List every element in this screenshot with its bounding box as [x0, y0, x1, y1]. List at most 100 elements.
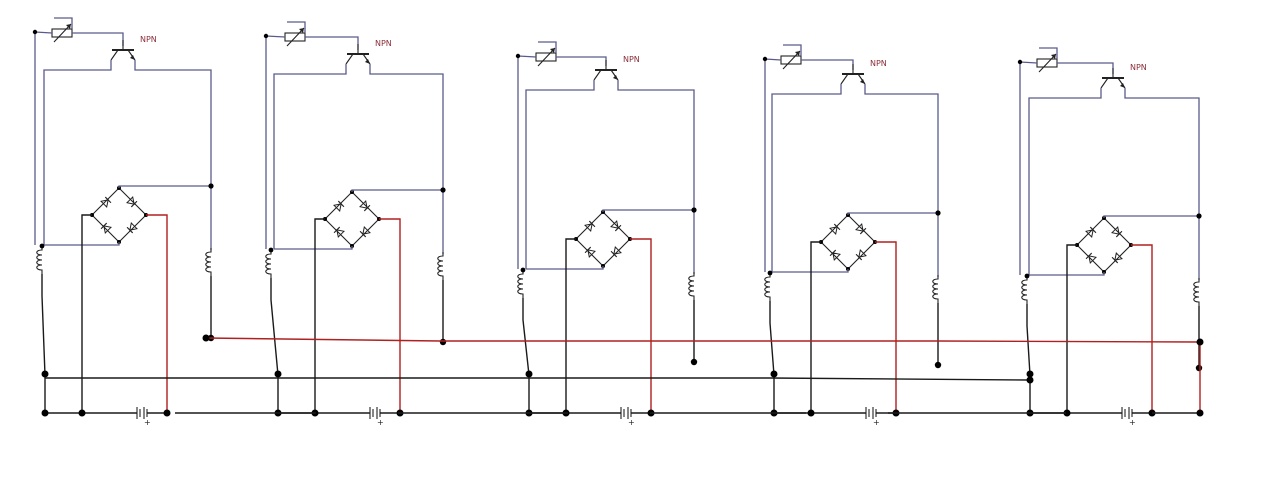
- bridge-rectifier-icon: [91, 187, 147, 243]
- battery-icon: [620, 407, 632, 419]
- bridge-rectifier-icon: [575, 211, 631, 267]
- left-coil-down-wire: [41, 274, 46, 412]
- emitter-wire: [771, 84, 842, 272]
- ground-bus-dot: [770, 370, 778, 378]
- potentiometer-icon: [780, 50, 802, 70]
- coil-icon: [764, 273, 771, 301]
- pot-to-base-wire: [72, 32, 124, 46]
- transistor-label: NPN: [623, 55, 640, 64]
- positive-bus-dot: [1196, 338, 1204, 346]
- bridge-bottom-wire: [274, 246, 353, 250]
- stage-5: NPN +: [1017, 47, 1203, 427]
- coil-icon: [437, 252, 444, 280]
- stage-3: NPN +: [515, 41, 698, 427]
- bridge-ground-wire: [81, 214, 92, 413]
- collector-node-dot: [440, 187, 446, 193]
- buses: [45, 334, 1204, 417]
- bottom-bus-dot: [1196, 409, 1204, 417]
- npn-transistor-icon: [593, 60, 619, 81]
- potentiometer-icon: [284, 27, 306, 47]
- pot-top-wire: [287, 21, 306, 33]
- bridge-bottom-wire: [526, 266, 604, 270]
- bridge-rectifier-icon: [1076, 217, 1132, 273]
- diode-icon: [100, 222, 112, 234]
- bridge-positive-wire: [875, 241, 897, 412]
- npn-transistor-icon: [345, 44, 371, 65]
- diode-icon: [855, 249, 867, 261]
- coil-top-dot: [1024, 273, 1030, 279]
- bridge-ground-wire: [314, 218, 325, 413]
- transistor-label: NPN: [375, 39, 392, 48]
- pot-input-wire: [764, 58, 782, 61]
- diode-icon: [359, 200, 371, 212]
- coil-icon: [36, 246, 43, 274]
- pot-to-base-wire: [1057, 62, 1114, 74]
- positive-bus-dot: [202, 334, 210, 342]
- left-coil-down-wire: [1026, 304, 1031, 412]
- pot-top-wire: [54, 17, 73, 29]
- emitter-wire: [525, 80, 595, 269]
- coil-icon: [688, 272, 695, 300]
- pot-input-wire: [517, 55, 537, 58]
- bridge-positive-wire: [379, 218, 401, 412]
- pot-node-dot: [515, 53, 521, 59]
- potentiometer-icon: [1036, 53, 1058, 73]
- battery-plus-label: +: [1129, 418, 1136, 427]
- collector-wire: [134, 60, 212, 250]
- coil-top-dot: [39, 243, 45, 249]
- battery-plus-label: +: [144, 418, 151, 427]
- ground-bus: [45, 377, 1031, 381]
- diode-icon: [126, 222, 138, 234]
- bridge-top-wire: [1103, 215, 1199, 218]
- bottom-bus-dot: [78, 409, 86, 417]
- stages: NPN+NPN+NPN+NPN+NPN+: [32, 17, 1203, 427]
- positive-bus: [205, 337, 1201, 343]
- diode-icon: [584, 246, 596, 258]
- npn-transistor-icon: [1100, 68, 1126, 89]
- transistor-label: NPN: [140, 35, 157, 44]
- potentiometer-icon: [535, 47, 557, 67]
- bridge-ground-wire: [565, 238, 576, 413]
- bottom-bus-dot: [163, 409, 171, 417]
- collector-wire: [1124, 88, 1200, 280]
- positive-bus-dot: [439, 338, 447, 346]
- battery-plus-label: +: [628, 418, 635, 427]
- emitter-wire: [273, 64, 347, 249]
- positive-bus-dot: [690, 358, 698, 366]
- bridge-top-wire: [602, 209, 694, 212]
- diode-icon: [829, 249, 841, 261]
- pot-node-dot: [1017, 59, 1023, 65]
- bridge-positive-wire: [146, 214, 168, 412]
- ground-bus-dot: [525, 370, 533, 378]
- diode-icon: [584, 220, 596, 232]
- diode-icon: [126, 196, 138, 208]
- stage-4: NPN+: [762, 44, 942, 427]
- coil-top-dot: [520, 267, 526, 273]
- diode-icon: [610, 246, 622, 258]
- positive-bus-dot: [1195, 364, 1203, 372]
- left-coil-down-wire: [270, 278, 279, 412]
- left-coil-down-wire: [522, 298, 530, 412]
- pot-top-wire: [783, 44, 802, 56]
- pot-to-base-wire: [305, 36, 359, 50]
- transistor-label: NPN: [1130, 63, 1147, 72]
- diode-icon: [359, 226, 371, 238]
- collector-wire: [864, 84, 939, 277]
- bridge-bottom-wire: [44, 242, 120, 246]
- pot-top-wire: [538, 41, 557, 53]
- collector-wire: [617, 80, 695, 274]
- bridge-positive-wire: [630, 238, 652, 412]
- bridge-rectifier-icon: [820, 214, 876, 270]
- diode-icon: [1111, 252, 1123, 264]
- diode-icon: [1085, 252, 1097, 264]
- ground-bus-dot: [1026, 376, 1034, 384]
- emitter-wire: [43, 60, 112, 245]
- diode-icon: [1085, 226, 1097, 238]
- coil-top-dot: [268, 247, 274, 253]
- pot-to-base-wire: [801, 59, 854, 70]
- emitter-wire: [1028, 88, 1102, 275]
- diode-icon: [100, 196, 112, 208]
- pot-node-dot: [32, 29, 38, 35]
- bottom-bus-dot: [807, 409, 815, 417]
